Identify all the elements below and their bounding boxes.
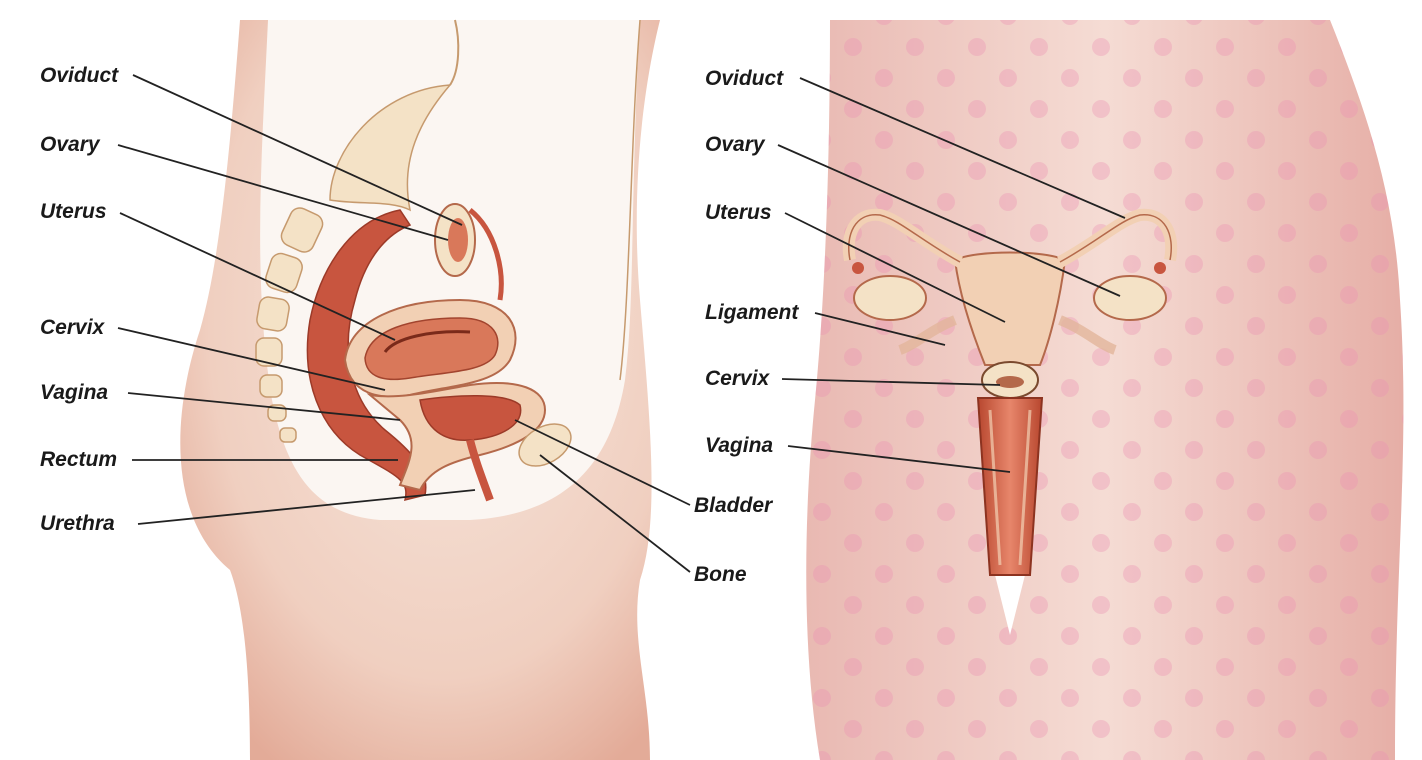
label-left-rectum: Rectum bbox=[40, 448, 117, 472]
label-left-bone: Bone bbox=[694, 563, 747, 587]
label-right-cervix: Cervix bbox=[705, 367, 769, 391]
label-right-uterus: Uterus bbox=[705, 201, 772, 225]
label-right-oviduct: Oviduct bbox=[705, 67, 783, 91]
front-view-figure bbox=[806, 20, 1403, 760]
label-left-vagina: Vagina bbox=[40, 381, 108, 405]
vagina-front bbox=[978, 398, 1042, 575]
label-left-bladder: Bladder bbox=[694, 494, 772, 518]
label-left-ovary: Ovary bbox=[40, 133, 100, 157]
label-right-ovary: Ovary bbox=[705, 133, 765, 157]
side-view-figure bbox=[180, 20, 660, 760]
label-right-vagina: Vagina bbox=[705, 434, 773, 458]
ovary-left bbox=[854, 276, 926, 320]
label-left-urethra: Urethra bbox=[40, 512, 115, 536]
label-left-uterus: Uterus bbox=[40, 200, 107, 224]
label-left-oviduct: Oviduct bbox=[40, 64, 118, 88]
label-right-ligament: Ligament bbox=[705, 301, 798, 325]
ovary-right bbox=[1094, 276, 1166, 320]
label-left-cervix: Cervix bbox=[40, 316, 104, 340]
